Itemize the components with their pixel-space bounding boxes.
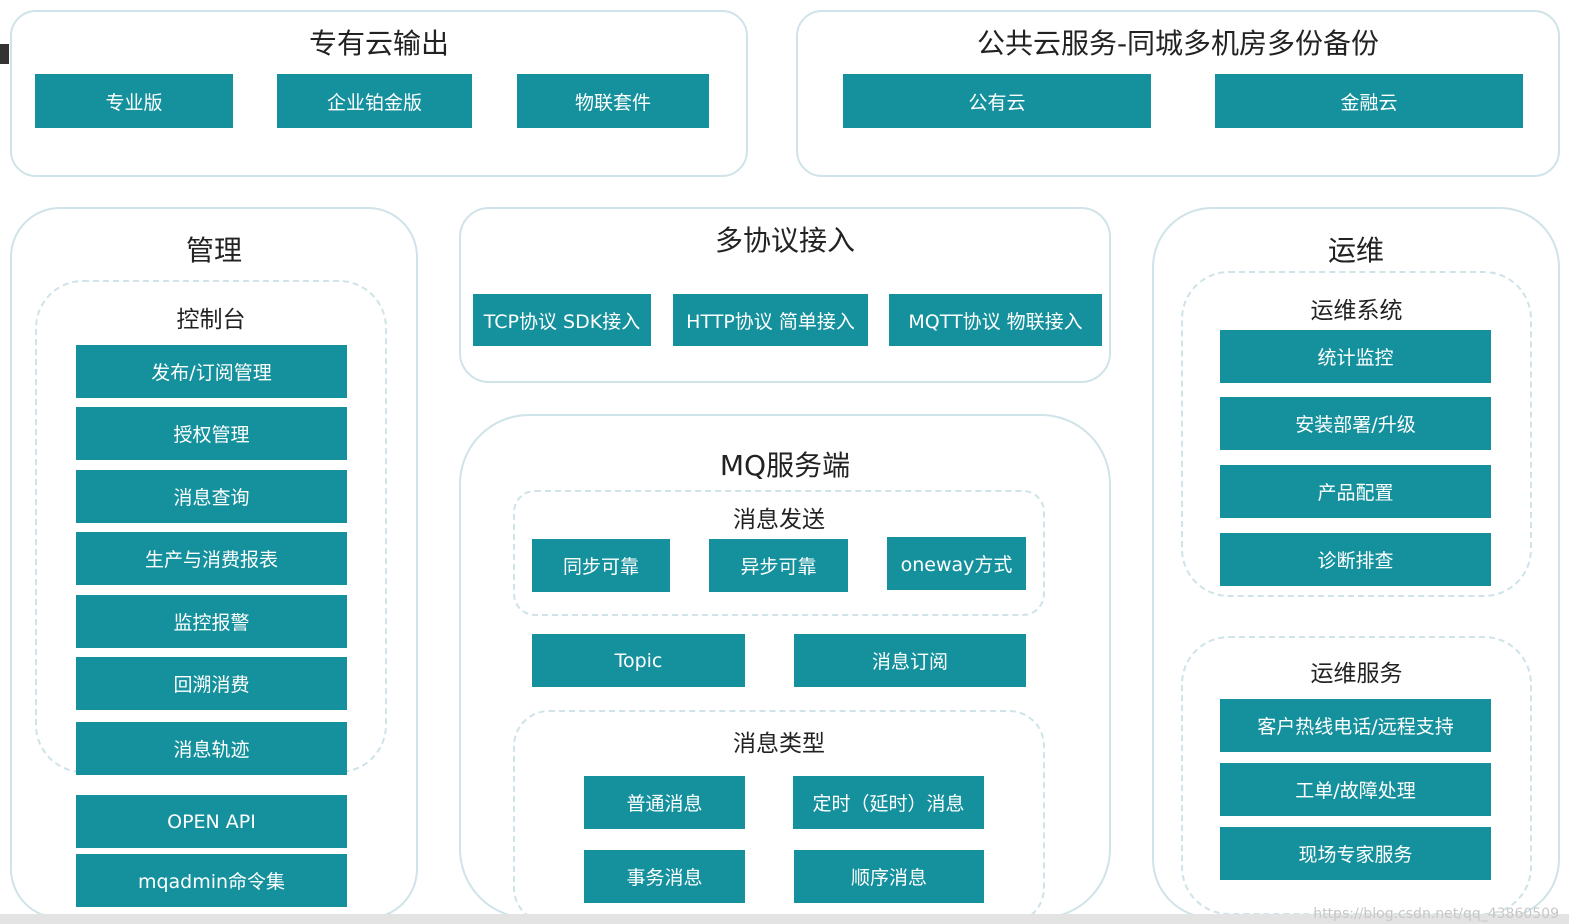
mq-topic[interactable]: Topic [532,634,745,687]
console-title: 控制台 [176,307,246,333]
send-item-oneway[interactable]: oneway方式 [887,537,1026,590]
type-item-transaction[interactable]: 事务消息 [584,850,745,903]
protocol-title: 多协议接入 [714,224,855,257]
console-item-alarm[interactable]: 监控报警 [76,595,347,648]
management-title: 管理 [185,234,242,267]
public-cloud-item-finance[interactable]: 金融云 [1215,74,1523,128]
private-cloud-title: 专有云输出 [308,27,449,60]
console-item-pubsub[interactable]: 发布/订阅管理 [76,345,347,398]
console-item-auth[interactable]: 授权管理 [76,407,347,460]
private-cloud-item-platinum[interactable]: 企业铂金版 [277,74,472,128]
mq-subscribe[interactable]: 消息订阅 [794,634,1026,687]
ops-service-item-ticket[interactable]: 工单/故障处理 [1220,763,1491,816]
management-mqadmin[interactable]: mqadmin命令集 [76,854,347,907]
ops-system-item-diagnose[interactable]: 诊断排查 [1220,533,1491,586]
bottom-strip [0,914,1569,924]
protocol-item-http[interactable]: HTTP协议 简单接入 [673,294,868,346]
public-cloud-item-public[interactable]: 公有云 [843,74,1151,128]
console-item-trace[interactable]: 消息轨迹 [76,722,347,775]
ops-service-item-hotline[interactable]: 客户热线电话/远程支持 [1220,699,1491,752]
message-send-title: 消息发送 [733,507,825,533]
send-item-async[interactable]: 异步可靠 [709,539,848,592]
protocol-item-tcp[interactable]: TCP协议 SDK接入 [473,294,651,346]
ops-service-item-onsite[interactable]: 现场专家服务 [1220,827,1491,880]
send-item-sync[interactable]: 同步可靠 [532,539,670,592]
private-cloud-item-pro[interactable]: 专业版 [35,74,233,128]
type-item-normal[interactable]: 普通消息 [584,776,745,829]
ops-system-item-monitor[interactable]: 统计监控 [1220,330,1491,383]
console-item-backtrack[interactable]: 回溯消费 [76,657,347,710]
ops-service-group: 运维服务 [1181,636,1532,915]
public-cloud-title: 公共云服务-同城多机房多份备份 [976,27,1380,60]
protocol-item-mqtt[interactable]: MQTT协议 物联接入 [889,294,1102,346]
management-open-api[interactable]: OPEN API [76,795,347,848]
type-item-delay[interactable]: 定时（延时）消息 [793,776,984,829]
watermark: https://blog.csdn.net/qq_43860509 [1313,906,1559,922]
private-cloud-item-iot-suite[interactable]: 物联套件 [517,74,709,128]
ops-system-title: 运维系统 [1310,298,1403,324]
ops-title: 运维 [1327,234,1384,267]
ops-system-group: 运维系统 [1181,271,1532,597]
ops-system-item-config[interactable]: 产品配置 [1220,465,1491,518]
ops-system-item-deploy[interactable]: 安装部署/升级 [1220,397,1491,450]
console-item-message-query[interactable]: 消息查询 [76,470,347,523]
left-edge-marker [0,44,9,64]
ops-service-title: 运维服务 [1310,661,1403,687]
message-type-title: 消息类型 [733,731,825,757]
mq-server-title: MQ服务端 [719,449,851,482]
console-item-report[interactable]: 生产与消费报表 [76,532,347,585]
message-send-group: 消息发送 [513,490,1045,616]
type-item-ordered[interactable]: 顺序消息 [794,850,984,903]
